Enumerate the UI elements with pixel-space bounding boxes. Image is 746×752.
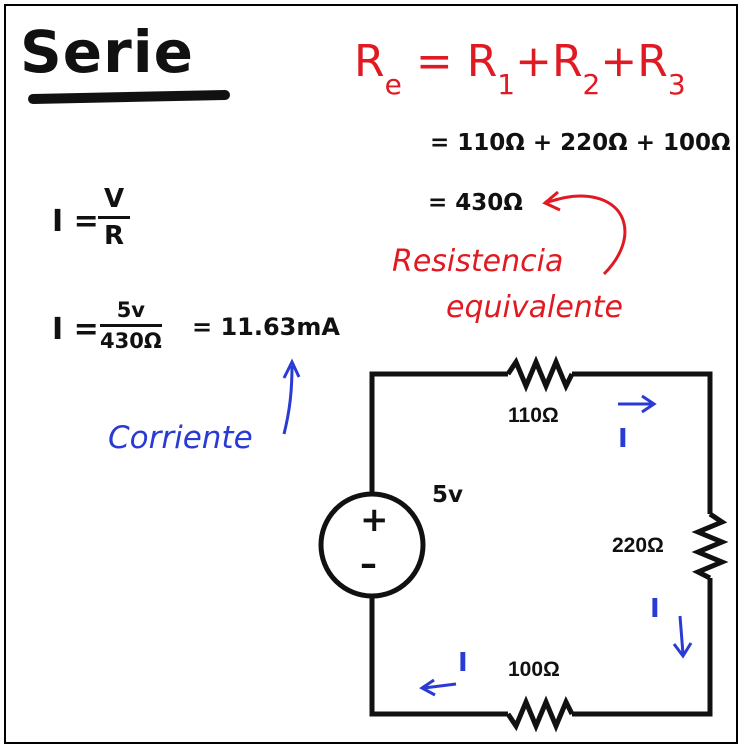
red-arrowhead bbox=[542, 190, 561, 212]
current-calc-fraction: 5v 430Ω bbox=[100, 298, 162, 353]
ohms-law-fraction: V R bbox=[98, 184, 131, 251]
wire-top-right bbox=[572, 371, 713, 514]
current-calc-denominator: 430Ω bbox=[100, 329, 162, 353]
resistor-220-symbol bbox=[691, 511, 729, 581]
red-annotation-arrow bbox=[547, 194, 627, 276]
formula-term-2: R bbox=[551, 36, 583, 87]
formula-term-2-sub: 2 bbox=[582, 67, 601, 101]
current-calc-numerator: 5v bbox=[100, 298, 162, 327]
wire-bottom-left bbox=[369, 596, 508, 717]
current-arrow-right-head bbox=[672, 642, 693, 659]
source-voltage-label: 5v bbox=[432, 482, 463, 508]
current-arrow-right bbox=[678, 615, 685, 655]
resistor-100-symbol bbox=[505, 695, 575, 733]
sum-calculation: = 110Ω + 220Ω + 100Ω bbox=[430, 130, 731, 156]
source-plus-sign: + bbox=[360, 500, 389, 540]
resistor-110-symbol bbox=[505, 355, 575, 393]
blue-annotation-arrow bbox=[282, 365, 294, 435]
wire-top-left bbox=[369, 371, 508, 494]
wire-bottom-right bbox=[572, 578, 713, 717]
current-label-top: I bbox=[618, 424, 628, 454]
label-equivalente: equivalente bbox=[446, 290, 624, 325]
page-title: Serie bbox=[20, 18, 194, 86]
formula-term-1-sub: 1 bbox=[497, 67, 516, 101]
source-minus-sign: – bbox=[360, 544, 377, 584]
formula-lhs: R bbox=[354, 36, 385, 87]
equivalent-resistance-formula: Re = R1+R2+R3 bbox=[354, 36, 686, 101]
ohms-law-lhs: I = bbox=[52, 204, 99, 239]
current-arrow-bottom bbox=[423, 682, 457, 690]
blue-arrowhead bbox=[282, 358, 301, 379]
resistor-100-label: 100Ω bbox=[508, 658, 560, 681]
current-calc-lhs: I = bbox=[52, 312, 99, 347]
ohms-law-denominator: R bbox=[104, 221, 125, 251]
formula-term-3-sub: 3 bbox=[667, 67, 686, 101]
label-resistencia: Resistencia bbox=[392, 244, 564, 279]
current-arrow-top-head bbox=[641, 394, 657, 414]
current-label-bottom: I bbox=[458, 648, 468, 678]
formula-equals: = bbox=[415, 36, 453, 87]
resistor-220-label: 220Ω bbox=[612, 534, 664, 557]
formula-term-1: R bbox=[466, 36, 498, 87]
current-result: = 11.63mA bbox=[192, 313, 340, 341]
resistor-110-label: 110Ω bbox=[508, 404, 559, 427]
current-arrow-bottom-head bbox=[419, 678, 436, 697]
ohms-law-numerator: V bbox=[98, 184, 131, 219]
current-label-right: I bbox=[650, 594, 660, 624]
formula-lhs-sub: e bbox=[384, 67, 402, 101]
formula-plus-1: + bbox=[515, 36, 552, 87]
formula-plus-2: + bbox=[600, 36, 638, 87]
sum-result: = 430Ω bbox=[428, 190, 523, 216]
voltage-source-circle bbox=[318, 491, 426, 599]
label-corriente: Corriente bbox=[108, 420, 253, 456]
formula-term-3: R bbox=[637, 36, 668, 87]
